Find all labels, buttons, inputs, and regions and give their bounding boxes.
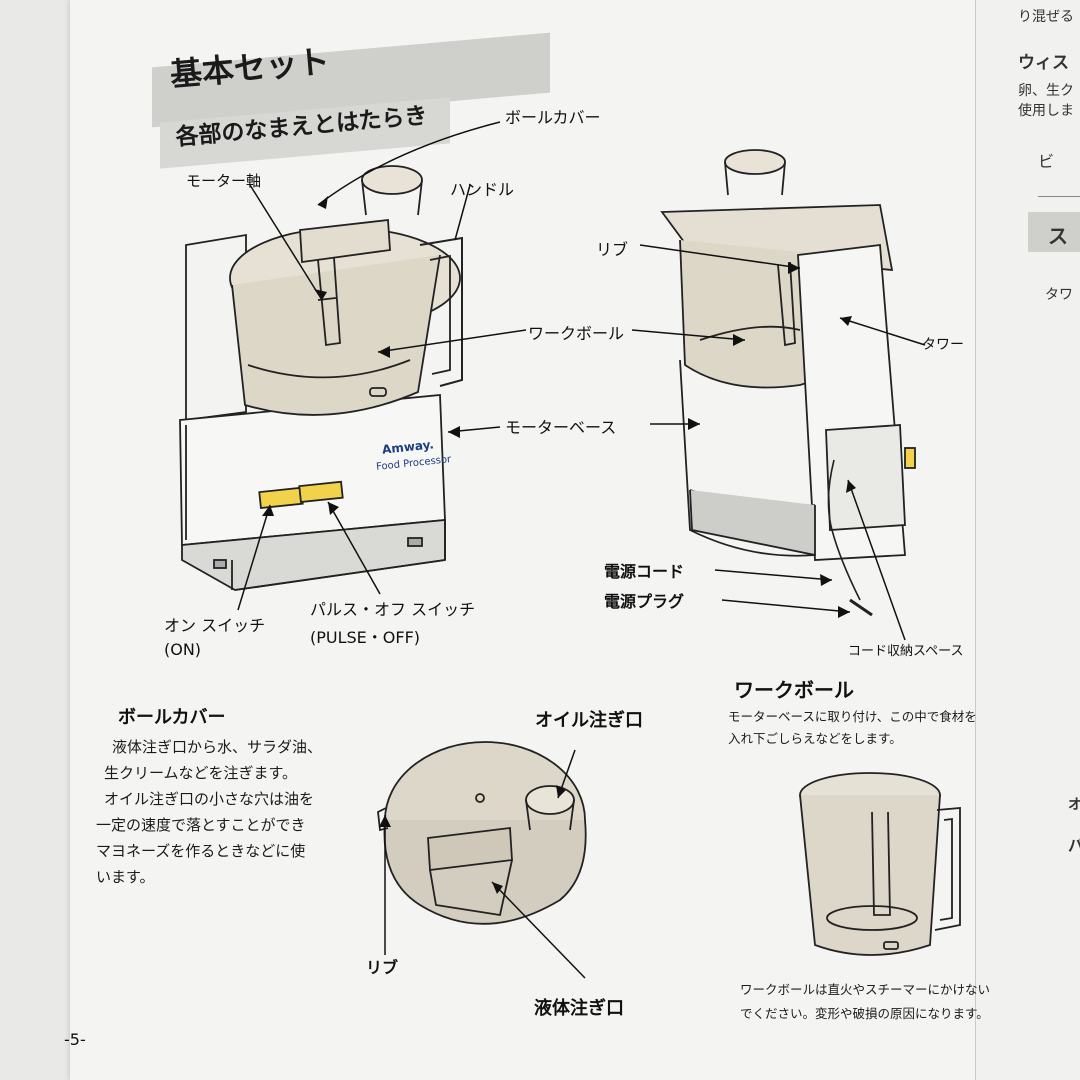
leader-arrowheads xyxy=(262,196,856,894)
right-page-label: オ xyxy=(1068,797,1080,813)
right-page-line: ビ xyxy=(1038,152,1055,171)
description-line: 一定の速度で落とすことができ xyxy=(96,816,306,834)
work-bowl-warning: ワークボールは直火やスチーマーにかけない でください。変形や破損の原因になります… xyxy=(740,978,990,1026)
right-page-line: 使用しま xyxy=(1018,103,1074,119)
adjacent-page xyxy=(975,0,1080,1080)
bowl-cover-description: 液体注ぎ口から水、サラダ油、 生クリームなどを注ぎます。 オイル注ぎ口の小さな穴… xyxy=(96,734,356,890)
label-pulse-switch-en: (PULSE・OFF) xyxy=(310,628,421,647)
label-on-switch: オン スイッチ xyxy=(164,616,266,635)
label-cord-storage: コード収納スペース xyxy=(848,644,964,659)
right-page-line: 卵、生ク xyxy=(1018,83,1074,99)
label-motor-shaft: モーター軸 xyxy=(186,172,262,190)
right-page-line: り混ぜる xyxy=(1018,9,1074,25)
label-on-switch-en: (ON) xyxy=(164,640,202,659)
description-line: オイル注ぎ口の小さな穴は油を xyxy=(104,790,315,808)
work-bowl-heading: ワークボール xyxy=(734,678,854,702)
label-liquid-port: 液体注ぎ口 xyxy=(534,998,624,1019)
label-motor-base: モーターベース xyxy=(505,418,617,437)
right-page-divider xyxy=(1038,196,1080,197)
label-handle: ハンドル xyxy=(450,180,515,199)
label-power-cord: 電源コード xyxy=(604,562,685,581)
description-line: マヨネーズを作るときなどに使 xyxy=(96,842,306,860)
food-processor-front-illustration xyxy=(179,165,463,591)
right-page-label: パ xyxy=(1068,836,1080,855)
bowl-cover-illustration xyxy=(377,741,587,925)
description-line: 入れ下ごしらえなどをします。 xyxy=(728,731,902,746)
description-line: 生クリームなどを注ぎます。 xyxy=(104,764,298,782)
right-page-label: タワ xyxy=(1045,287,1073,303)
label-rib: リブ xyxy=(596,240,629,259)
leader-lines xyxy=(237,121,926,979)
right-page-heading: ウィス xyxy=(1018,53,1069,73)
label-power-plug: 電源プラグ xyxy=(604,592,685,611)
label-pulse-switch: パルス・オフ スイッチ xyxy=(310,600,476,619)
description-line: 液体注ぎ口から水、サラダ油、 xyxy=(112,738,323,756)
right-page-band-text: ス xyxy=(1048,224,1068,248)
label-work-bowl: ワークボール xyxy=(528,324,625,343)
warning-line: ワークボールは直火やスチーマーにかけない xyxy=(740,982,991,997)
description-line: モーターベースに取り付け、この中で食材を xyxy=(728,709,977,724)
bowl-cover-heading: ボールカバー xyxy=(118,707,226,728)
label-tower: タワー xyxy=(922,337,964,353)
description-line: います。 xyxy=(96,868,155,886)
food-processor-back-illustration xyxy=(660,149,916,617)
right-page-band xyxy=(1028,212,1080,252)
work-bowl-description: モーターベースに取り付け、この中で食材を 入れ下ごしらえなどをします。 xyxy=(728,706,977,750)
page-number: -5- xyxy=(64,1030,86,1049)
label-bowl-cover: ボールカバー xyxy=(505,108,601,127)
work-bowl-illustration xyxy=(799,772,961,956)
label-rib-bottom: リブ xyxy=(366,958,399,977)
warning-line: でください。変形や破損の原因になります。 xyxy=(740,1006,989,1021)
label-oil-port: オイル注ぎ口 xyxy=(535,710,643,731)
